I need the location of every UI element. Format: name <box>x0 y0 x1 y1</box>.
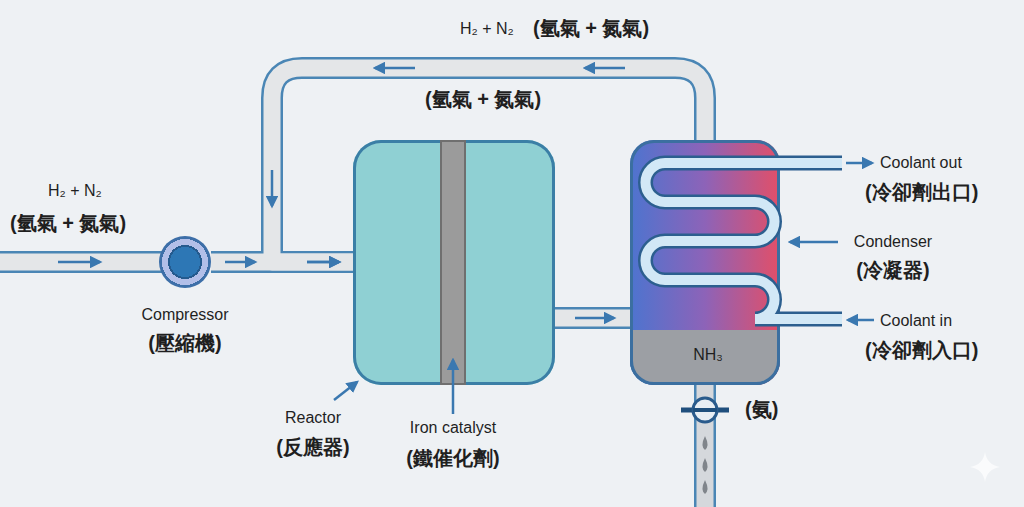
annotation-label: Coolant in <box>880 312 952 330</box>
annotation-label: (氫氣 + 氮氣) <box>533 17 649 40</box>
flow-arrow <box>307 261 339 264</box>
node-label: Reactor <box>285 409 341 427</box>
node-label: Condenser <box>854 233 932 251</box>
condenser-vessel: Condenser(冷凝器)NH₃ <box>630 140 780 385</box>
ammonia-drops <box>703 436 708 494</box>
node-label: Iron catalyst <box>410 419 496 437</box>
pipe <box>555 310 630 327</box>
ammonia-pool: NH₃ <box>630 330 780 385</box>
annotation-label: (氨) <box>745 398 778 421</box>
reactor-vessel: Reactor(反應器)Iron catalyst(鐵催化劑) <box>353 140 555 385</box>
flow-arrow <box>575 317 614 320</box>
annotation-label: (氫氣 + 氮氣) <box>10 212 126 235</box>
node-label: Compressor <box>141 306 228 324</box>
node-label: (冷凝器) <box>856 259 929 282</box>
annotation-label: Coolant out <box>880 154 962 172</box>
annotation-label: (冷卻劑入口) <box>865 339 978 362</box>
node-label: (鐵催化劑) <box>406 447 499 470</box>
annotation-label: (氫氣 + 氮氣) <box>425 88 541 111</box>
drain-valve <box>681 398 729 422</box>
cooling-coil <box>646 163 842 319</box>
node-label: (壓縮機) <box>148 332 221 355</box>
inlet-pipe <box>0 262 170 263</box>
annotation-label: H₂ + N₂ <box>460 20 514 38</box>
flow-arrow <box>585 67 625 70</box>
node-label: (反應器) <box>276 436 349 459</box>
leader-arrows <box>334 163 874 414</box>
node-label: NH₃ <box>693 346 723 364</box>
compressor-circle: Compressor(壓縮機) <box>159 236 211 288</box>
flow-arrow <box>271 170 274 206</box>
watermark-sparkle <box>970 452 1000 482</box>
pipe <box>555 307 630 329</box>
flow-arrow <box>307 261 339 264</box>
annotation-label: (冷卻劑出口) <box>865 181 978 204</box>
flow-arrow <box>375 67 415 70</box>
flow-arrow <box>225 261 255 264</box>
catalyst-bar: Iron catalyst(鐵催化劑) <box>440 140 466 385</box>
annotation-label: H₂ + N₂ <box>48 182 102 200</box>
